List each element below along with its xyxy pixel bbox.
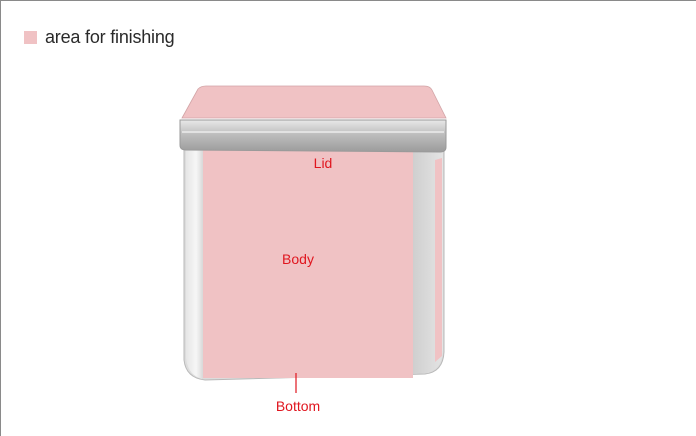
bottom-label: Bottom [276,398,320,414]
body-left-side [186,148,203,379]
lid-label: Lid [314,155,333,171]
lid-top-finishing-area [182,86,446,118]
body-label: Body [282,251,314,267]
body-side-finishing-area [435,158,442,362]
lid-band [180,120,446,152]
